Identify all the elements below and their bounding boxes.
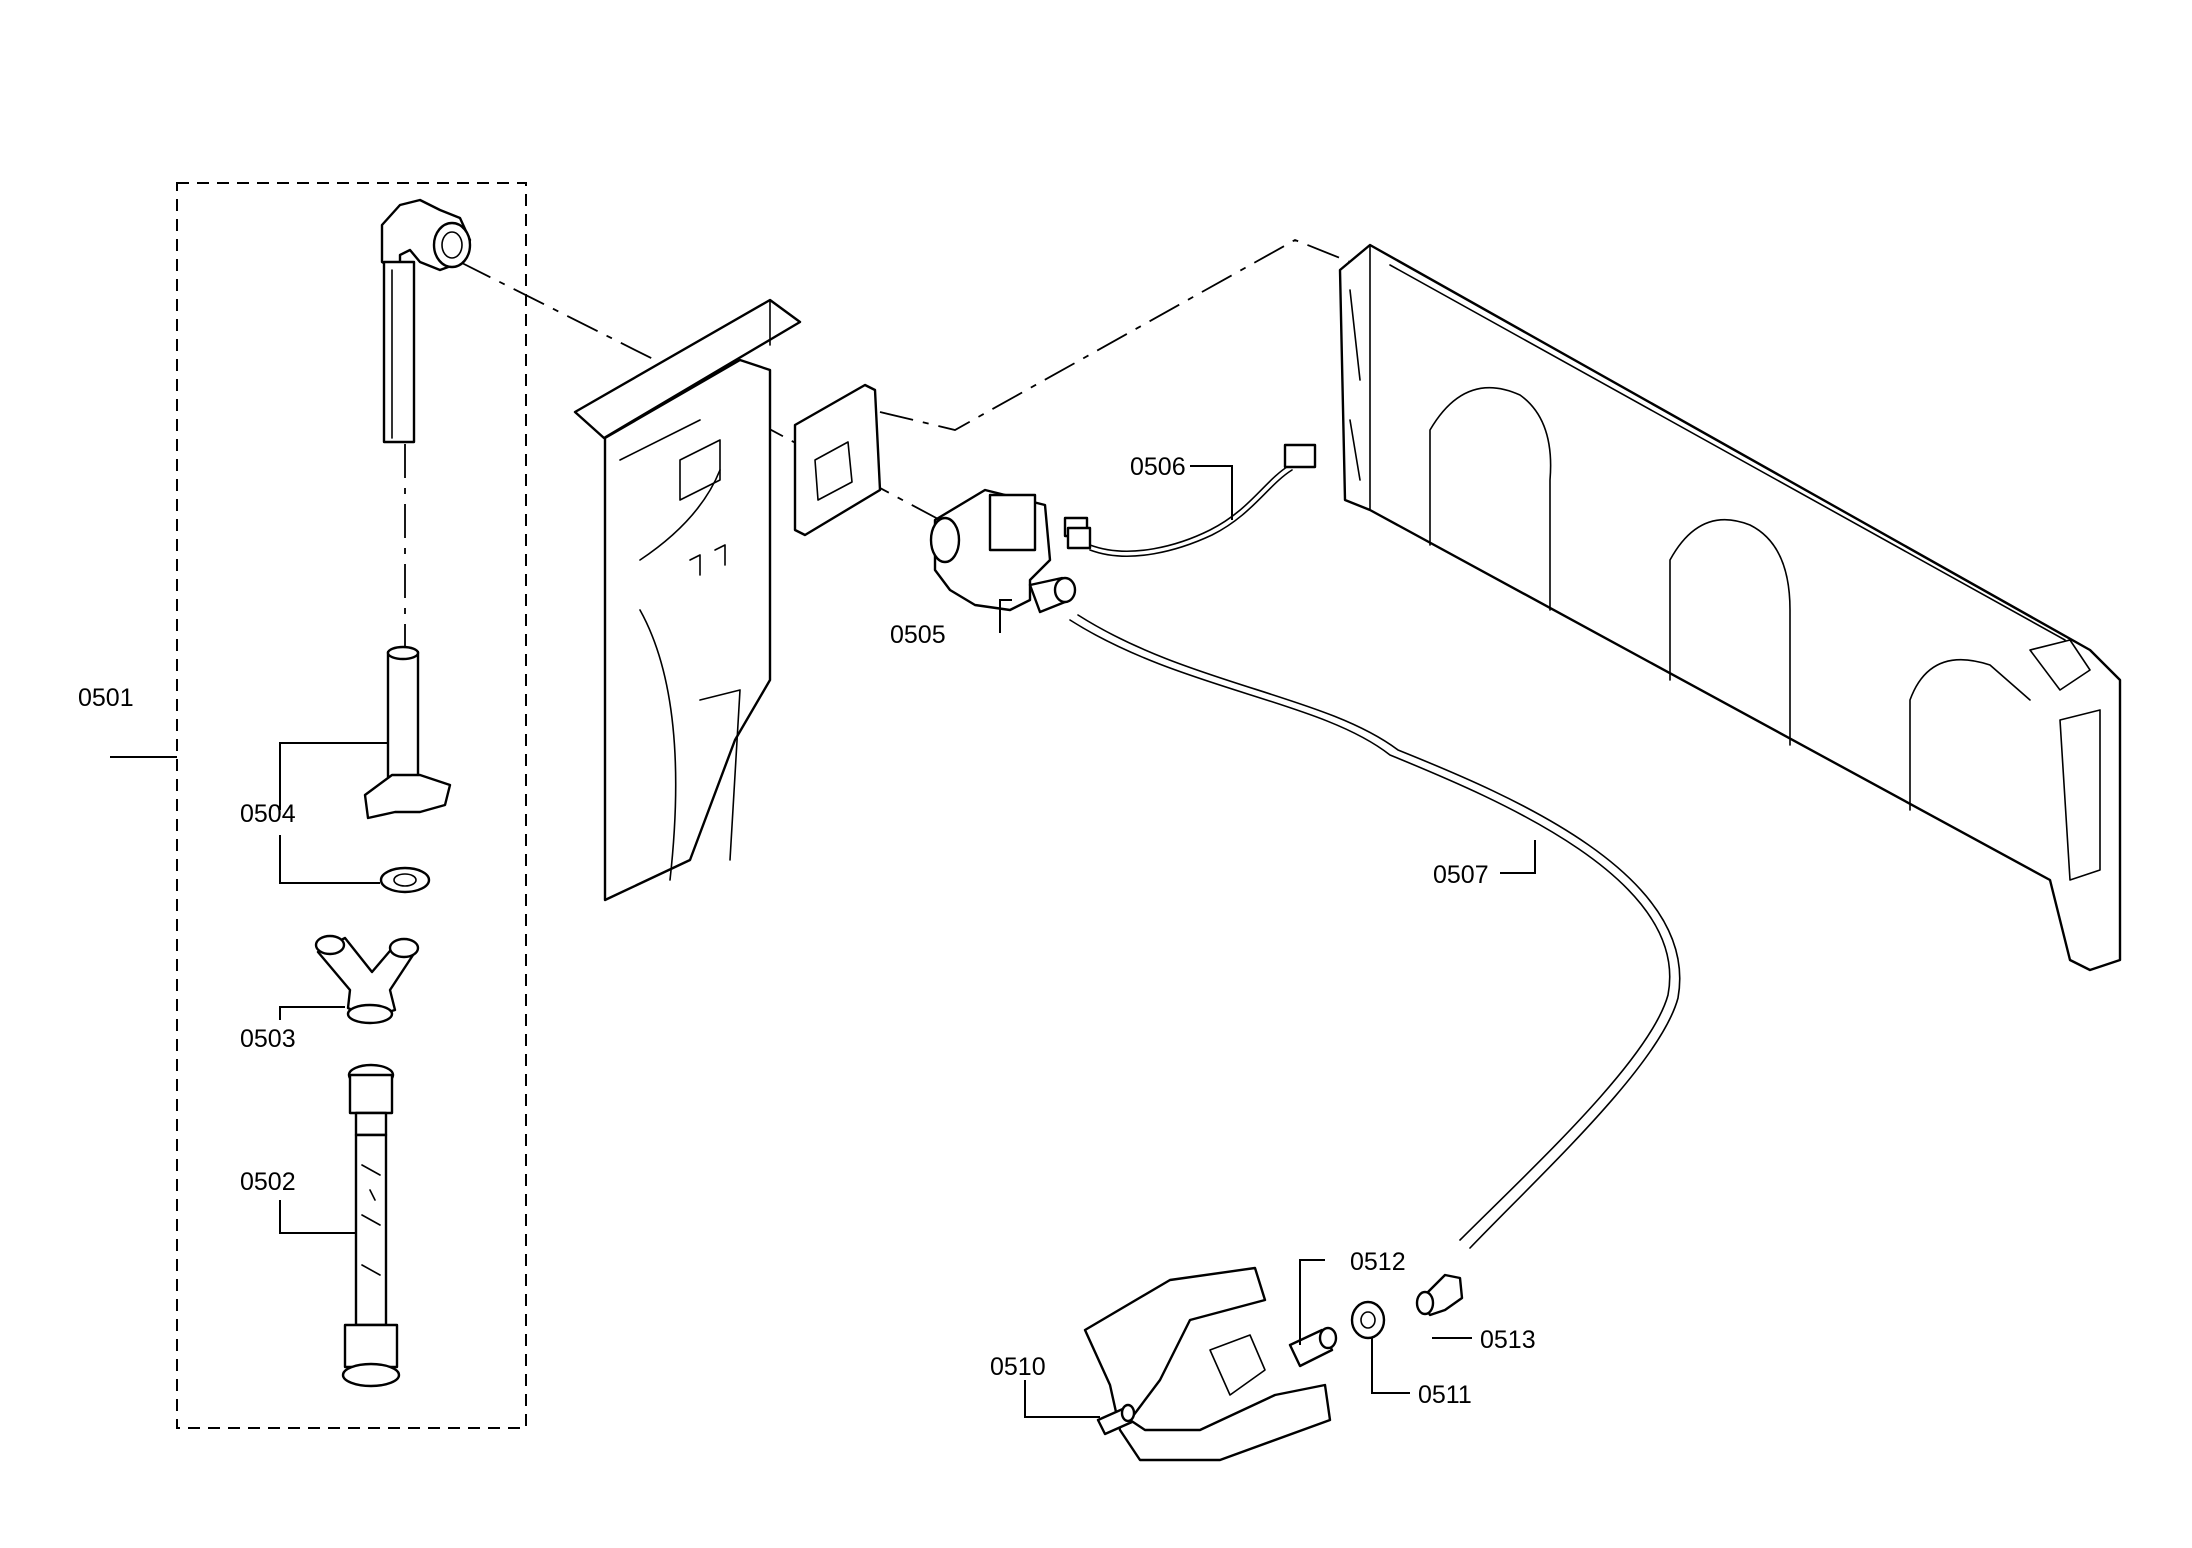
part-0505-solenoid-valve <box>929 488 1089 614</box>
part-0506-wire-harness <box>1066 443 1317 557</box>
left-side-panel <box>573 298 882 902</box>
leader-lines <box>110 465 1536 1418</box>
label-0505: 0505 <box>890 621 946 649</box>
part-0507-tube <box>1069 614 1681 1249</box>
label-0504: 0504 <box>240 800 296 828</box>
label-0510: 0510 <box>990 1353 1046 1381</box>
part-0510-screw <box>1096 1403 1136 1436</box>
label-0511: 0511 <box>1418 1381 1472 1409</box>
label-0513: 0513 <box>1480 1326 1536 1354</box>
part-0513-elbow <box>1415 1273 1464 1317</box>
label-0507: 0507 <box>1433 861 1489 889</box>
label-0501: 0501 <box>78 684 134 712</box>
label-0506: 0506 <box>1130 453 1186 481</box>
part-0503-y-connector <box>314 934 420 1025</box>
part-0502-filter-hose <box>341 1063 401 1388</box>
label-0503: 0503 <box>240 1025 296 1053</box>
alignment-lines <box>404 239 1401 650</box>
label-0512: 0512 <box>1350 1248 1406 1276</box>
part-0512-sleeve <box>1288 1326 1338 1368</box>
part-0511-nut <box>1350 1300 1386 1340</box>
part-0504-hose-assembly <box>363 198 472 894</box>
rear-panel <box>1338 243 2122 972</box>
label-0502: 0502 <box>240 1168 296 1196</box>
assembly-group-box <box>176 182 527 1429</box>
base-sump <box>1083 1266 1332 1462</box>
